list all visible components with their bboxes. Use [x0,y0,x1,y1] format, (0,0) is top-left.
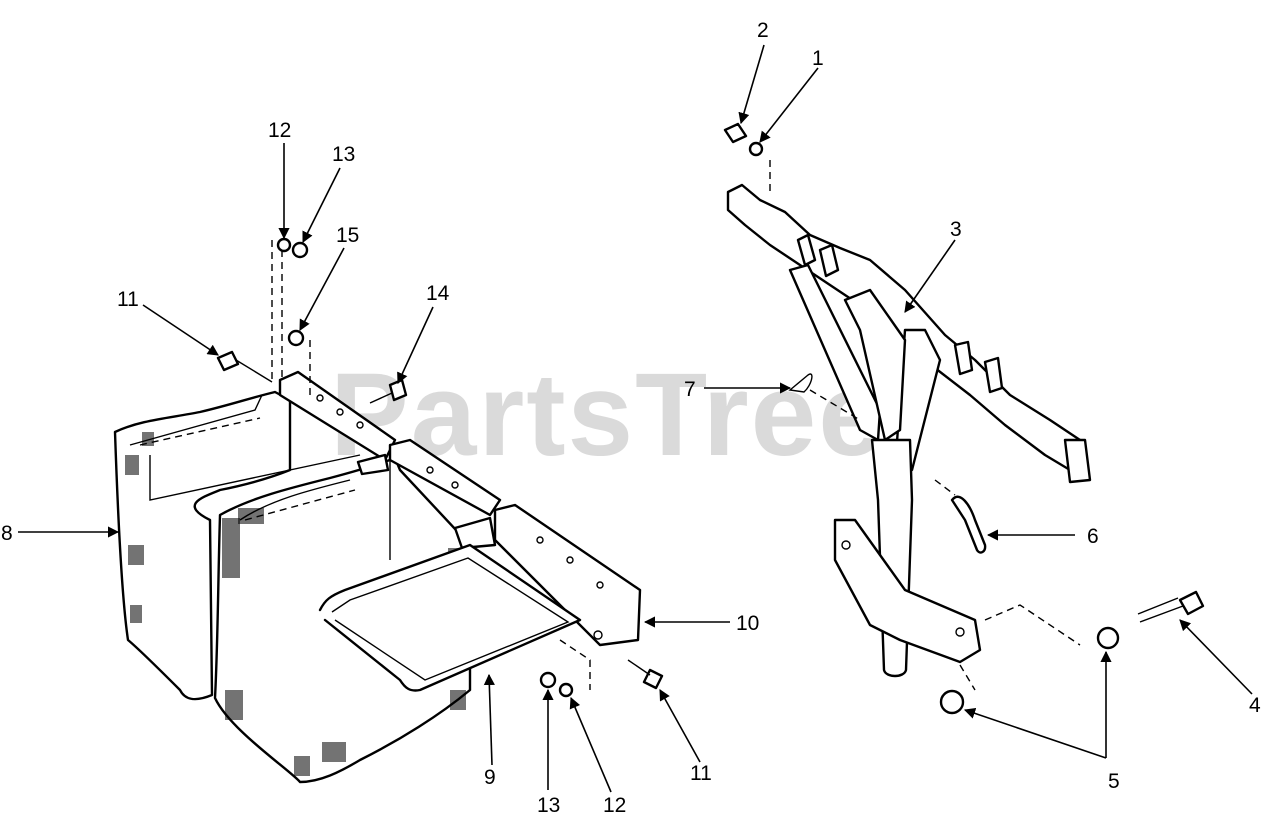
callout-labels: 1 2 3 4 5 6 7 8 9 10 11 11 12 12 13 13 1… [1,19,1261,817]
grass-bag-left [113,390,361,701]
callout-14: 14 [426,282,450,305]
callout-4: 4 [1249,694,1261,717]
callout-11-top: 11 [117,288,139,311]
callout-12-bottom: 12 [603,794,626,817]
callout-6: 6 [1087,525,1099,548]
callout-1: 1 [812,47,824,70]
bag-hardware [216,237,664,698]
callout-10: 10 [736,612,759,635]
callout-3: 3 [950,218,962,241]
leader-lines [18,44,1253,793]
callout-11-bottom: 11 [690,762,712,785]
callout-12-top: 12 [268,119,291,142]
callout-7: 7 [684,378,696,401]
callout-13-bottom: 13 [537,794,560,817]
callout-8: 8 [1,522,13,545]
bag-frame-rod [318,543,582,692]
callout-13-top: 13 [332,143,355,166]
callout-9: 9 [484,766,496,789]
bag-support-frame [726,160,1092,691]
frame-hardware [723,122,1205,715]
callout-2: 2 [757,19,769,42]
callout-5: 5 [1108,770,1120,793]
bag-mounting-plates [278,370,642,647]
callout-15: 15 [336,224,359,247]
